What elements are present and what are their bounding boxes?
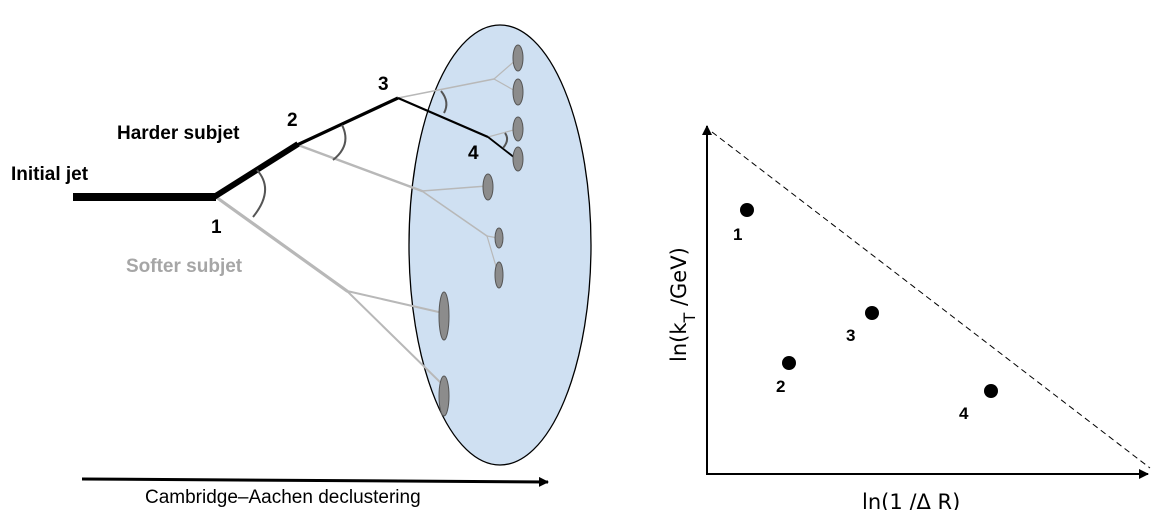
point-label-3: 3 xyxy=(846,326,855,345)
particle xyxy=(438,291,450,341)
node-label-2: 2 xyxy=(287,110,298,131)
angle-arcs xyxy=(252,90,509,218)
emission-point-4 xyxy=(984,384,998,398)
particle xyxy=(512,116,524,142)
declustering-label: Cambridge–Aachen declustering xyxy=(145,487,421,508)
angle-arc-3 xyxy=(440,90,448,114)
emission-point-1 xyxy=(740,203,754,217)
particles xyxy=(438,44,524,417)
node-label-3: 3 xyxy=(378,74,389,95)
x-axis-label: ln(1 /Δ R) xyxy=(862,490,960,510)
particle xyxy=(438,375,450,417)
soft-branch-4 xyxy=(487,128,518,138)
soft-branch-2a xyxy=(421,185,488,192)
node-label-4: 4 xyxy=(468,143,479,164)
point-label-1: 1 xyxy=(733,225,742,244)
soft-branch-2b xyxy=(421,190,488,237)
particle xyxy=(512,146,524,172)
hard-branches xyxy=(73,96,516,201)
point-label-4: 4 xyxy=(959,404,969,423)
hard-branch-4-end xyxy=(487,136,516,159)
particle xyxy=(494,227,504,249)
y-axis-label-tail: /GeV) xyxy=(667,247,691,313)
particle xyxy=(482,173,494,201)
hard-branch-3-4 xyxy=(397,96,489,139)
soft-branch-1b xyxy=(346,290,444,386)
hard-branch-1-2 xyxy=(212,141,300,200)
softer-subjet-label: Softer subjet xyxy=(126,256,243,277)
angle-arc-4 xyxy=(502,132,509,149)
initial-jet-label: Initial jet xyxy=(11,164,89,185)
point-label-2: 2 xyxy=(776,377,785,396)
node-label-1: 1 xyxy=(211,217,222,238)
soft-branch-2 xyxy=(296,143,424,193)
y-axis-label: ln(kT /GeV) xyxy=(667,247,699,362)
soft-branch-1a xyxy=(346,290,444,314)
hard-branch-2-3 xyxy=(296,96,399,147)
harder-subjet-label: Harder subjet xyxy=(117,123,240,144)
declustering-arrow xyxy=(81,476,549,487)
particle xyxy=(494,261,504,289)
soft-branch-1 xyxy=(214,195,349,293)
particle xyxy=(512,78,524,106)
jet-diagram: Initial jet Harder subjet Softer subjet … xyxy=(11,24,592,508)
emission-points xyxy=(740,203,998,398)
kinematic-limit-line xyxy=(711,131,1151,469)
y-axis-label-sub: T xyxy=(680,313,699,324)
soft-branch-3 xyxy=(397,78,495,99)
angle-arc-1 xyxy=(252,169,266,218)
angle-arc-2 xyxy=(332,124,347,161)
particle xyxy=(512,44,524,72)
lund-plane: 1 2 3 4 ln(kT /GeV) ln(1 /Δ R) xyxy=(667,125,1151,510)
emission-point-2 xyxy=(782,356,796,370)
y-axis-label-main: ln(k xyxy=(667,322,691,362)
emission-point-3 xyxy=(865,306,879,320)
